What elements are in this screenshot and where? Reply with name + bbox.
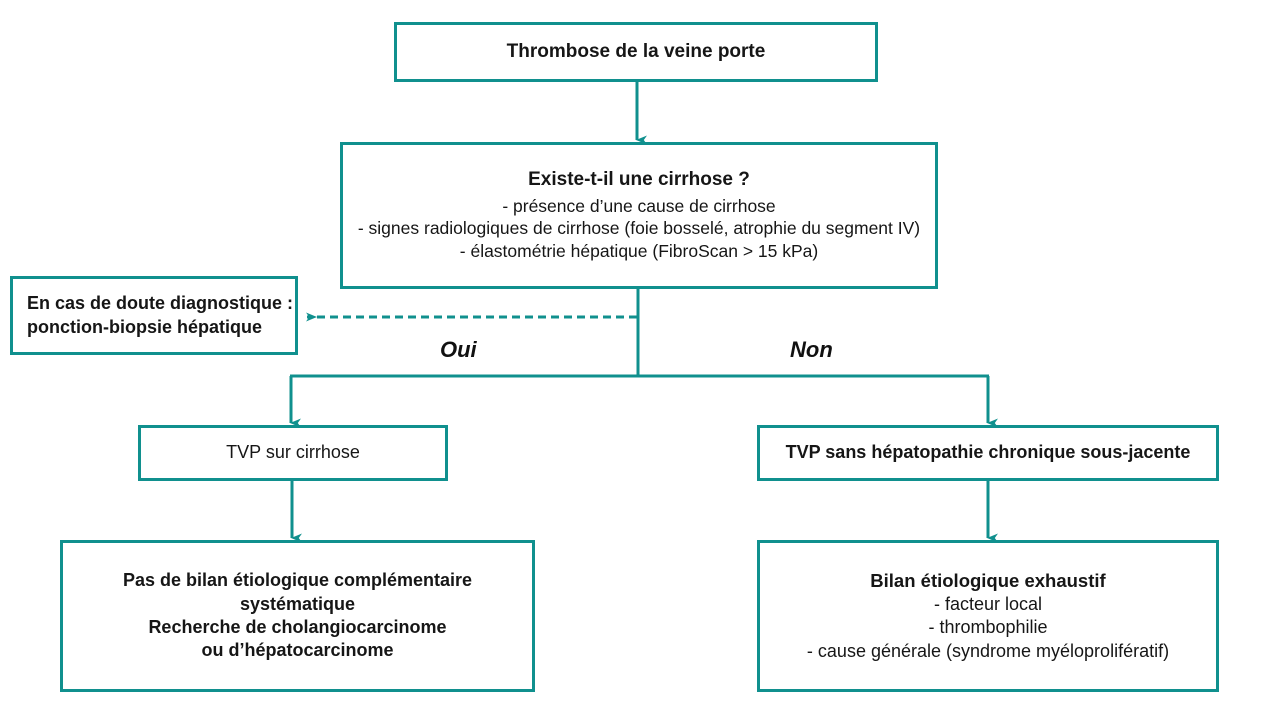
node-right-outcome-item-1: - facteur local xyxy=(933,593,1043,614)
node-question-criterion-2: - signes radiologiques de cirrhose (foie… xyxy=(357,218,921,239)
node-right-outcome-item-3: - cause générale (syndrome myéloprolifér… xyxy=(806,640,1170,661)
node-left-outcome-line-3: Recherche de cholangiocarcinome xyxy=(148,617,447,637)
node-existe-t-il-une-cirrhose[interactable]: Existe-t-il une cirrhose ? - présence d’… xyxy=(340,142,938,289)
branch-label-non: Non xyxy=(790,337,833,362)
node-tvp-sans-hepatopathie-chronique[interactable]: TVP sans hépatopathie chronique sous-jac… xyxy=(757,425,1219,481)
node-tvp-cirrhose-title: TVP sur cirrhose xyxy=(226,442,360,463)
node-question-title: Existe-t-il une cirrhose ? xyxy=(528,169,750,191)
node-tvp-sur-cirrhose[interactable]: TVP sur cirrhose xyxy=(138,425,448,481)
node-left-outcome-line-2: systématique xyxy=(239,593,356,614)
node-question-criterion-3: - élastométrie hépatique (FibroScan > 15… xyxy=(459,241,819,262)
branch-label-oui: Oui xyxy=(440,337,477,362)
node-biopsy-line-2: ponction-biopsie hépatique xyxy=(27,316,262,337)
node-root-title: Thrombose de la veine porte xyxy=(506,40,766,62)
node-bilan-etiologique-exhaustif[interactable]: Bilan étiologique exhaustif - facteur lo… xyxy=(757,540,1219,692)
node-tvp-sans-title: TVP sans hépatopathie chronique sous-jac… xyxy=(785,442,1191,463)
node-left-outcome-line-1: Pas de bilan étiologique complémentaire xyxy=(122,570,473,591)
node-pas-de-bilan-etiologique[interactable]: Pas de bilan étiologique complémentaire … xyxy=(60,540,535,692)
node-biopsy-line-1: En cas de doute diagnostique : xyxy=(27,293,294,314)
node-right-outcome-title: Bilan étiologique exhaustif xyxy=(870,569,1106,591)
node-thrombose-veine-porte[interactable]: Thrombose de la veine porte xyxy=(394,22,878,82)
node-question-criterion-1: - présence d’une cause de cirrhose xyxy=(502,195,776,216)
node-ponction-biopsie-hepatique[interactable]: En cas de doute diagnostique : ponction-… xyxy=(10,276,298,355)
node-right-outcome-item-2: - thrombophilie xyxy=(928,617,1048,638)
node-left-outcome-line-4: ou d’hépatocarcinome xyxy=(201,640,394,661)
